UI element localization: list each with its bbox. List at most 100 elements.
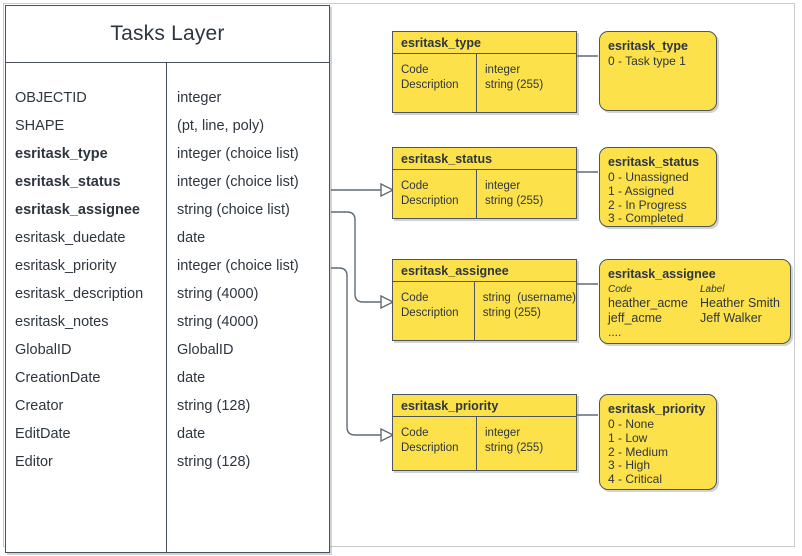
field-name-creationdate: CreationDate xyxy=(15,370,101,386)
values-esritask-status-title: esritask_status xyxy=(608,155,700,169)
values-esritask-priority-title: esritask_priority xyxy=(608,402,706,416)
table-esritask-priority-col-code: Code Description xyxy=(393,417,477,470)
table-esritask-assignee-title: esritask_assignee xyxy=(393,260,576,282)
cell-code-label: Code xyxy=(401,427,429,439)
field-name-globalid: GlobalID xyxy=(15,342,72,358)
table-esritask-priority-col-type: integer string (255) xyxy=(477,417,576,470)
value-item: 2 - In Progress xyxy=(608,197,687,212)
cell-code-type: integer xyxy=(485,64,521,76)
values-esritask-priority[interactable]: esritask_priority 0 - None 1 - Low 2 - M… xyxy=(599,394,717,490)
field-name-column: OBJECTID SHAPE esritask_type esritask_st… xyxy=(6,63,167,552)
field-type-editor: string (128) xyxy=(177,454,251,470)
cell-description-type: string (255) xyxy=(482,306,541,319)
table-esritask-type-title: esritask_type xyxy=(393,32,576,54)
value-item: 1 - Low xyxy=(608,430,648,445)
table-esritask-status[interactable]: esritask_status Code Description integer… xyxy=(392,147,577,219)
field-type-column: integer (pt, line, poly) integer (choice… xyxy=(167,63,329,552)
cell-code-type: integer xyxy=(485,427,521,439)
table-esritask-status-col-code: Code Description xyxy=(393,170,477,218)
cell-description-type: string (255) xyxy=(485,194,544,207)
field-type-globalid: GlobalID xyxy=(177,342,234,358)
values-esritask-status[interactable]: esritask_status 0 - Unassigned 1 - Assig… xyxy=(599,147,717,227)
values-esritask-type[interactable]: esritask_type 0 - Task type 1 xyxy=(599,31,717,111)
field-type-esritask-description: string (4000) xyxy=(177,286,259,302)
table-esritask-status-title: esritask_status xyxy=(393,148,576,170)
value-item: 3 - High xyxy=(608,458,651,473)
values-assignee-label: Heather Smith xyxy=(700,296,780,310)
field-name-editdate: EditDate xyxy=(15,426,71,442)
values-esritask-priority-inner: esritask_priority 0 - None 1 - Low 2 - M… xyxy=(600,395,716,487)
value-item: 0 - Unassigned xyxy=(608,170,689,184)
table-esritask-assignee[interactable]: esritask_assignee Code Description strin… xyxy=(392,259,577,341)
value-item: 3 - Completed xyxy=(608,211,684,226)
values-assignee-header-code: Code xyxy=(608,284,632,295)
values-assignee-code: heather_acme xyxy=(608,296,688,310)
field-name-esritask-type: esritask_type xyxy=(15,146,108,162)
table-esritask-status-col-type: integer string (255) xyxy=(477,170,576,218)
table-esritask-priority[interactable]: esritask_priority Code Description integ… xyxy=(392,394,577,471)
field-type-esritask-notes: string (4000) xyxy=(177,314,259,330)
value-item: 2 - Medium xyxy=(608,444,669,459)
cell-code-label: Code xyxy=(401,292,429,304)
field-name-creator: Creator xyxy=(15,398,64,414)
cell-code-label: Code xyxy=(401,180,429,192)
values-esritask-type-title: esritask_type xyxy=(608,39,688,53)
table-esritask-type-cols: Code Description integer string (255) xyxy=(393,54,576,112)
field-type-esritask-duedate: date xyxy=(177,230,206,246)
field-type-esritask-status: integer (choice list) xyxy=(177,174,299,190)
cell-description-label: Description xyxy=(401,194,459,207)
value-item: 4 - Critical xyxy=(608,472,663,487)
values-esritask-status-inner: esritask_status 0 - Unassigned 1 - Assig… xyxy=(600,148,716,226)
field-type-editdate: date xyxy=(177,426,206,442)
values-esritask-assignee-inner: esritask_assignee Code Label heather_acm… xyxy=(600,260,790,340)
table-esritask-assignee-col-type: string (username) string (255) xyxy=(475,282,576,340)
values-esritask-assignee[interactable]: esritask_assignee Code Label heather_acm… xyxy=(599,259,791,344)
field-name-esritask-description: esritask_description xyxy=(15,286,144,302)
values-assignee-header-label: Label xyxy=(700,284,725,295)
table-esritask-type-col-type: integer string (255) xyxy=(477,54,576,112)
table-esritask-assignee-col-code: Code Description xyxy=(393,282,475,340)
value-item: 1 - Assigned xyxy=(608,183,675,198)
entity-body: OBJECTID SHAPE esritask_type esritask_st… xyxy=(6,63,329,552)
list-item: jeff_acme Jeff Walker xyxy=(608,311,790,326)
field-type-shape: (pt, line, poly) xyxy=(177,118,265,134)
field-name-objectid: OBJECTID xyxy=(15,90,87,106)
cell-code-type: integer xyxy=(485,180,521,192)
field-type-objectid: integer xyxy=(177,90,222,106)
list-item: heather_acme Heather Smith xyxy=(608,296,790,311)
field-name-esritask-duedate: esritask_duedate xyxy=(15,230,126,246)
cell-description-label: Description xyxy=(401,306,459,319)
field-type-esritask-priority: integer (choice list) xyxy=(177,258,299,274)
field-name-esritask-notes: esritask_notes xyxy=(15,314,109,330)
value-item: 0 - Task type 1 xyxy=(608,54,686,68)
table-esritask-type[interactable]: esritask_type Code Description integer s… xyxy=(392,31,577,113)
cell-description-type: string (255) xyxy=(485,441,544,454)
values-esritask-assignee-title: esritask_assignee xyxy=(608,267,716,281)
values-assignee-ellipsis: .... xyxy=(608,325,622,339)
values-esritask-type-inner: esritask_type 0 - Task type 1 xyxy=(600,32,716,69)
table-esritask-status-cols: Code Description integer string (255) xyxy=(393,170,576,218)
table-esritask-priority-title: esritask_priority xyxy=(393,395,576,417)
field-name-editor: Editor xyxy=(15,454,53,470)
values-assignee-header: Code Label xyxy=(608,283,790,296)
values-assignee-label: Jeff Walker xyxy=(700,311,762,325)
table-esritask-assignee-cols: Code Description string (username) strin… xyxy=(393,282,576,340)
field-name-shape: SHAPE xyxy=(15,118,65,134)
value-item: 0 - None xyxy=(608,417,655,431)
field-type-esritask-assignee: string (choice list) xyxy=(177,202,290,218)
field-type-creationdate: date xyxy=(177,370,206,386)
field-name-esritask-status: esritask_status xyxy=(15,174,121,190)
table-esritask-type-col-code: Code Description xyxy=(393,54,477,112)
values-assignee-code: jeff_acme xyxy=(608,311,662,325)
field-name-esritask-priority: esritask_priority xyxy=(15,258,117,274)
page-title: Tasks Layer xyxy=(6,6,329,63)
field-type-creator: string (128) xyxy=(177,398,251,414)
field-name-esritask-assignee: esritask_assignee xyxy=(15,202,140,218)
cell-code-label: Code xyxy=(401,64,429,76)
cell-description-label: Description xyxy=(401,78,459,91)
field-type-esritask-type: integer (choice list) xyxy=(177,146,299,162)
cell-description-type: string (255) xyxy=(485,78,544,91)
tasks-layer-entity[interactable]: Tasks Layer OBJECTID SHAPE esritask_type… xyxy=(5,5,330,553)
cell-description-label: Description xyxy=(401,441,459,454)
